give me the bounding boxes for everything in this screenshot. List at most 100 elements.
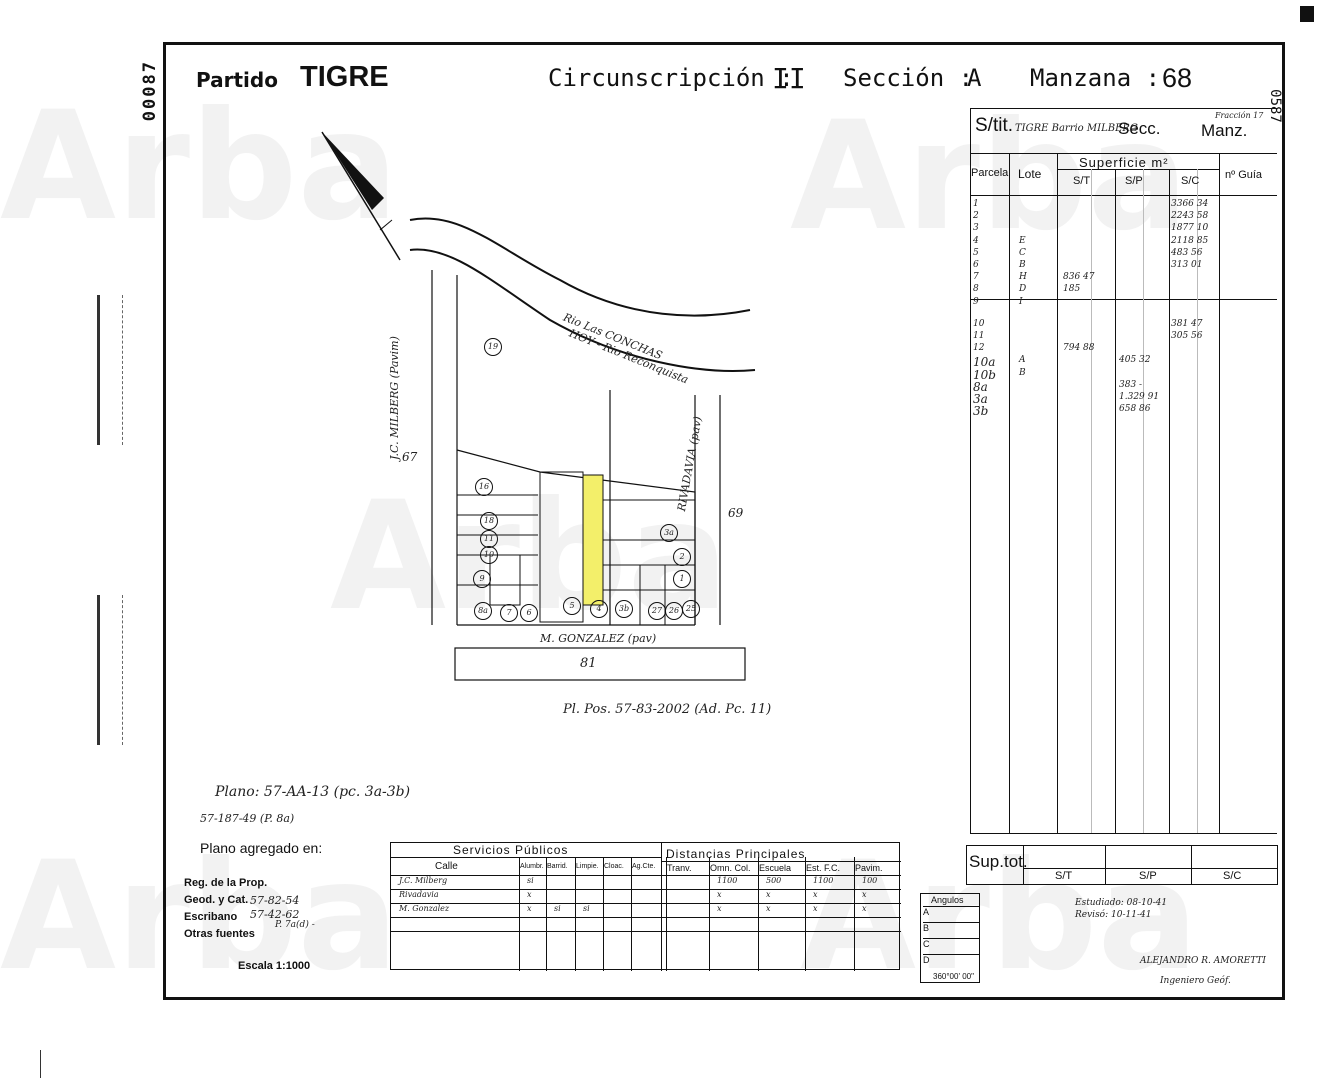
- parcel-circle: 25: [682, 600, 700, 618]
- block-bottom-label: 81: [580, 656, 597, 671]
- servicios-label: Servicios Públicos: [453, 843, 569, 857]
- angulo-row: C: [923, 938, 979, 949]
- block-right-label: 69: [728, 506, 744, 520]
- parcel-row-lote: A: [1019, 355, 1026, 366]
- svc-value: x: [813, 890, 818, 899]
- col-sc: S/C: [1181, 175, 1200, 187]
- svc-col-line: [519, 857, 520, 971]
- col-st: S/T: [1073, 175, 1091, 187]
- svc-col-header: Ag.Cte.: [632, 863, 656, 870]
- river-bank-south: [409, 248, 756, 372]
- svc-value: x: [766, 904, 771, 913]
- parcel-row-parcela: 12: [973, 343, 985, 354]
- parcel-circle: 18: [480, 512, 498, 530]
- parcel-row-sc: 2118 85: [1171, 235, 1209, 246]
- parcel-table: S/tit. TIGRE Barrio MILBERG Secc. Manz. …: [970, 108, 1277, 834]
- river-bank-north: [409, 217, 751, 317]
- parcel-row-st: 185: [1063, 284, 1081, 295]
- parcel-row-sp: 405 32: [1119, 355, 1151, 366]
- secc-label: Secc.: [1118, 119, 1161, 138]
- parcel-row-sp: 383 -: [1119, 379, 1143, 390]
- watermark: Arba: [0, 830, 399, 1004]
- scan-artifact: [97, 295, 123, 445]
- svc-col-line: [546, 857, 547, 971]
- parcel-circle: 3b: [615, 600, 633, 618]
- suptot-sp: S/P: [1139, 870, 1157, 882]
- north-arrow-icon: [321, 131, 401, 261]
- parcel-circle: 9: [473, 570, 491, 588]
- svc-value: x: [862, 904, 867, 913]
- svc-col-line: [575, 857, 576, 971]
- angulo-row: D: [923, 954, 979, 965]
- parcel-row-lote: B: [1019, 260, 1026, 270]
- parcel-row-parcela: 8: [973, 284, 979, 295]
- stit-value: TIGRE Barrio MILBERG: [1015, 123, 1138, 134]
- partido-label: Partido: [196, 68, 278, 92]
- escribano-value: 57-42-62: [250, 908, 300, 921]
- svc-value: 500: [766, 876, 782, 885]
- svc-col-header: Tranv.: [667, 863, 692, 873]
- parcel-row-parcela: 10b: [973, 367, 996, 382]
- block-left-label: 67: [402, 450, 418, 464]
- parcel-row-parcela: 10: [973, 318, 985, 329]
- circunscripcion-value: II: [772, 62, 806, 95]
- svc-value: si: [554, 904, 561, 913]
- signature-name: ALEJANDRO R. AMORETTI: [1140, 956, 1266, 966]
- parcel-circle: 4: [590, 600, 608, 618]
- parcel-circle: 10: [480, 546, 498, 564]
- svc-col-line: [603, 857, 604, 971]
- plan-frame: [163, 42, 1285, 1000]
- parcel-row-sc: 305 56: [1171, 331, 1203, 341]
- svc-col-header: Barrid.: [547, 863, 568, 870]
- svc-value: x: [717, 904, 722, 913]
- svc-value: 100: [862, 876, 878, 885]
- stit-label: S/tit.: [975, 115, 1014, 136]
- revisado: Revisó: 10-11-41: [1075, 910, 1152, 920]
- manz-label: Manz.: [1201, 121, 1248, 140]
- svc-value: 1100: [813, 876, 834, 885]
- col-guia: nº Guía: [1225, 169, 1263, 181]
- angulos-title: Angulos: [931, 895, 964, 905]
- svc-row-line: [391, 931, 901, 932]
- parcel-circle: 2: [673, 548, 691, 566]
- parcel-circle: 16: [475, 478, 493, 496]
- svc-row-line: [391, 889, 901, 890]
- parcel-circle: 8a: [474, 602, 492, 620]
- svc-calle: M. Gonzalez: [399, 904, 450, 913]
- svc-value: si: [527, 876, 534, 885]
- seccion-value: A: [967, 64, 982, 92]
- street-left-label: J.C. MILBERG (Pavim): [388, 336, 401, 460]
- parcel-row-parcela: 8a: [973, 379, 988, 394]
- parcel-row-st: 794 88: [1063, 343, 1095, 354]
- parcel-row-lote: I: [1019, 296, 1023, 307]
- escribano: Escribano: [184, 911, 238, 923]
- svc-value: 1100: [717, 876, 738, 885]
- manz-note: Fracción 17: [1215, 111, 1264, 120]
- svc-col-header: Limpie.: [576, 863, 599, 870]
- parcel-map: [321, 131, 756, 681]
- parcel-row-lote: C: [1019, 247, 1026, 258]
- parcel-row-sc: 313 01: [1171, 260, 1203, 270]
- parcel-row-sp: 658 86: [1119, 404, 1151, 415]
- svc-row-line: [391, 875, 901, 876]
- svc-col-header: Alumbr.: [520, 863, 544, 870]
- parcel-row-parcela: 7: [973, 272, 979, 283]
- manzana-value: 68: [1162, 63, 1193, 93]
- col-sp: S/P: [1125, 175, 1143, 187]
- svc-col-line: [631, 857, 632, 971]
- svc-value: x: [527, 890, 532, 899]
- col-lote: Lote: [1018, 167, 1042, 181]
- estudiado: Estudiado: 08-10-41: [1075, 898, 1168, 908]
- scan-artifact: [40, 1050, 41, 1078]
- scan-artifact: [97, 595, 123, 745]
- col-parcela: Parcela: [971, 167, 1009, 179]
- parcel-row-sc: 381 47: [1171, 318, 1203, 329]
- parcel-circle: 27: [648, 602, 666, 620]
- parcel-row-parcela: 6: [973, 260, 979, 270]
- block-81: [454, 647, 746, 681]
- street-bottom-label: M. GONZALEZ (pav): [540, 632, 657, 645]
- parcel-row-lote: E: [1019, 235, 1026, 246]
- svc-calle: Rivadavia: [399, 890, 439, 899]
- otras-fuentes: Otras fuentes: [184, 928, 255, 940]
